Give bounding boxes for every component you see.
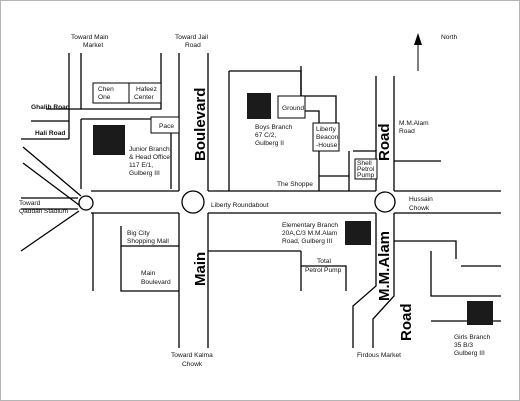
- liberty-beacon-line2: Beacon: [316, 134, 339, 141]
- toward-main-market-line2: Market: [83, 42, 103, 49]
- boys-branch-marker[interactable]: [247, 93, 271, 119]
- girls-branch-line2: 35 B/3: [454, 342, 473, 349]
- ground-label: Ground: [282, 105, 304, 112]
- toward-qaddafi-line1: Toward: [19, 200, 41, 207]
- the-shoppe-label: The Shoppe: [277, 181, 313, 188]
- girls-branch-line1: Girls Branch: [454, 334, 491, 341]
- toward-jail-road-line1: Toward Jail: [175, 34, 209, 41]
- mm-alam-road-line2: Road: [399, 128, 415, 135]
- big-city-line2: Shopping Mall: [127, 238, 169, 245]
- firdous-market-label: Firdous Market: [357, 352, 401, 359]
- big-city-line1: Big City: [127, 230, 150, 237]
- mm-alam-road-right-edge: [372, 213, 395, 348]
- liberty-roundabout-label: Liberty Roundabout: [211, 202, 269, 209]
- junior-branch-line2: & Head Office: [129, 154, 170, 161]
- mm-alam-road-left-edge: [352, 213, 377, 348]
- hussain-chowk-line1: Hussain: [409, 196, 433, 203]
- boys-branch-line3: Gulberg II: [255, 140, 284, 147]
- north-arrow-icon: [414, 33, 422, 71]
- road-label-lower: Road: [398, 304, 415, 342]
- toward-qaddafi-line2: Qaddafi Stadium: [19, 208, 69, 215]
- boulevard-label: Boulevard: [192, 88, 209, 161]
- main-label: Main: [192, 252, 209, 286]
- elementary-branch-line3: Road, Gulberg III: [282, 238, 332, 245]
- pace-label: Pace: [159, 123, 174, 130]
- elementary-branch-line2: 20A,C/3 M.M.Alam: [282, 230, 338, 237]
- mm-alam-road-line1: M.M.Alam: [399, 120, 429, 127]
- compass-label: North: [441, 34, 457, 41]
- shell-pump-box: [354, 158, 378, 180]
- qaddafi-roundabout: [78, 195, 94, 211]
- girls-branch-line3: Gulberg III: [454, 350, 485, 357]
- shell-pump-line1: Shell: [357, 160, 372, 167]
- junior-branch-marker[interactable]: [93, 125, 125, 155]
- ground-box: [277, 95, 306, 119]
- toward-kalma-line2: Chowk: [182, 361, 203, 368]
- elementary-branch-line1: Elementary Branch: [282, 222, 338, 229]
- junior-branch-line4: Gulberg III: [129, 170, 160, 177]
- liberty-beacon-line3: -House: [316, 142, 338, 149]
- main-boulevard-line2: Boulevard: [141, 279, 171, 286]
- girls-area-streets: [430, 251, 501, 297]
- liberty-beacon-line1: Liberty: [316, 126, 336, 133]
- liberty-roundabout: [181, 190, 205, 214]
- hali-road-label: Hali Road: [35, 130, 65, 137]
- boys-branch-line2: 67 C/2,: [255, 132, 276, 139]
- main-boulevard-line1: Main: [141, 270, 156, 277]
- toward-kalma-line1: Toward Kalma: [171, 352, 213, 359]
- girls-branch-marker[interactable]: [467, 301, 493, 325]
- hafeez-center-box: [128, 82, 162, 104]
- ghalib-road-label: Ghalib Road: [31, 104, 70, 111]
- junior-branch-line1: Junior Branch: [129, 146, 170, 153]
- chen-one-line1: Chen: [98, 86, 114, 93]
- toward-main-market-line1: Toward Main: [71, 34, 109, 41]
- hali-road-edge: [21, 53, 70, 140]
- hussain-chowk-roundabout: [374, 191, 396, 213]
- boys-branch-line1: Boys Branch: [255, 124, 293, 131]
- elementary-branch-marker[interactable]: [345, 221, 371, 245]
- total-pump-line1: Total: [317, 258, 331, 265]
- hussain-chowk-line2: Chowk: [409, 205, 430, 212]
- total-pump-line2: Petrol Pump: [305, 267, 342, 274]
- chen-one-line2: One: [98, 94, 111, 101]
- boys-area-streets: [229, 70, 320, 191]
- hafeez-center-line2: Center: [134, 94, 155, 101]
- toward-jail-road-line2: Road: [185, 42, 201, 49]
- pace-box: [150, 116, 180, 134]
- road-label-upper: Road: [376, 124, 393, 162]
- hafeez-center-line1: Hafeez: [136, 86, 157, 93]
- shell-pump-line2: Petrol: [357, 166, 375, 173]
- liberty-beacon-box: [312, 122, 340, 152]
- junior-branch-line3: 117 E/1,: [129, 162, 153, 169]
- mm-alam-label: M.M.Alam: [376, 231, 393, 301]
- shell-pump-line3: Pump: [357, 172, 375, 179]
